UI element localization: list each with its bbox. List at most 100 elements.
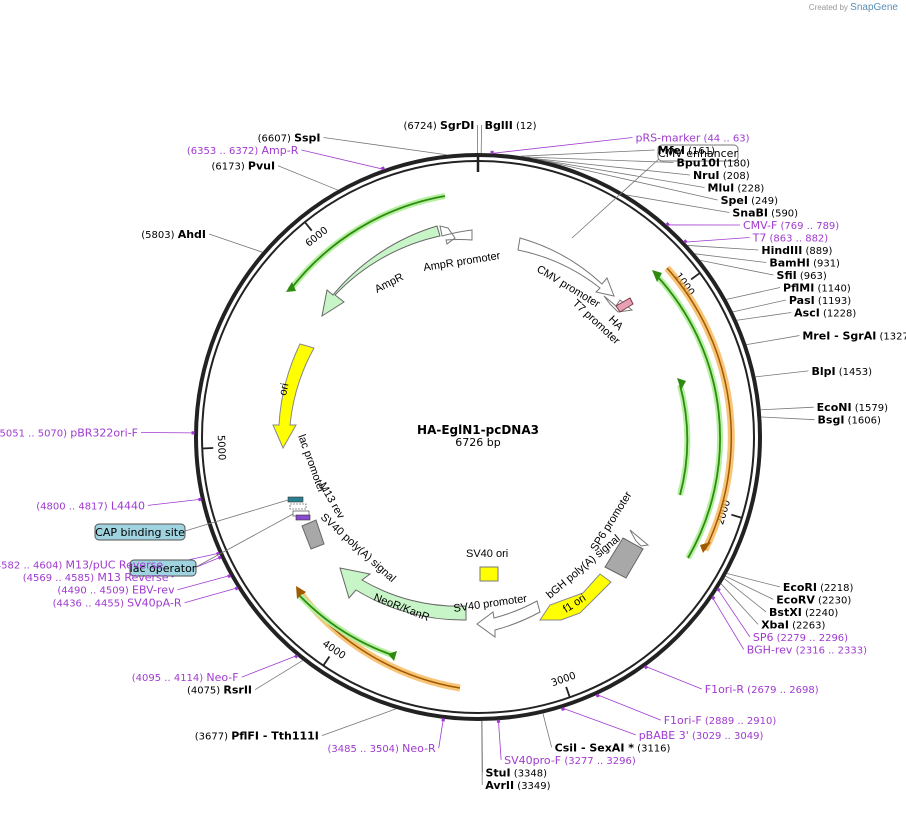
site-leader-26 bbox=[208, 233, 263, 253]
neor-kanr-arrow bbox=[339, 567, 467, 621]
primer-mark-10 bbox=[293, 654, 299, 659]
tick-0 bbox=[690, 272, 701, 281]
m13-rev-mark bbox=[295, 514, 311, 521]
credit-prefix: Created by bbox=[808, 3, 848, 12]
site-label-4: MluI (228) bbox=[708, 182, 765, 195]
primer-label-11: (4436 .. 4455) SV40pA-R bbox=[53, 597, 182, 610]
site-name-7: HindIII bbox=[761, 244, 802, 257]
primer-name-7: pBABE 3' bbox=[639, 729, 689, 742]
site-pos-14: (1453) bbox=[836, 367, 873, 378]
site-name-25: RsrII bbox=[223, 684, 252, 697]
neo-arc-green bbox=[299, 595, 396, 657]
ampr-promoter-label: AmpR promoter bbox=[423, 250, 502, 274]
site-pos-0: (12) bbox=[513, 121, 537, 132]
site-leader-7 bbox=[687, 245, 759, 251]
primer-name-14: M13/pUC Reverse bbox=[66, 559, 164, 572]
primer-label-2: T7 (863 .. 882) bbox=[752, 232, 829, 245]
primer-pos-2: (863 .. 882) bbox=[766, 234, 828, 245]
cmv-enhancer-box bbox=[657, 144, 739, 162]
cmv-enhancer-leader bbox=[571, 157, 661, 239]
site-leader-8 bbox=[694, 253, 767, 263]
lac-operator-text: lac operator bbox=[130, 562, 197, 575]
primer-leader-12 bbox=[177, 575, 231, 591]
site-label-28: (6607) SspI bbox=[258, 132, 321, 145]
site-pos-2: (180) bbox=[720, 159, 750, 170]
cap-binding-site-text: CAP binding site bbox=[95, 526, 185, 539]
site-label-20: XbaI (2263) bbox=[761, 618, 825, 631]
site-leader-9 bbox=[700, 259, 774, 276]
neo-arc-arrowhead bbox=[296, 586, 306, 599]
site-name-12: AscI bbox=[794, 307, 820, 320]
insert-arc-green-arrowhead bbox=[652, 270, 662, 282]
site-label-6: SnaBI (590) bbox=[732, 207, 798, 220]
site-name-17: EcoRI bbox=[783, 581, 817, 594]
tick-label-4: 5000 bbox=[215, 435, 227, 461]
site-label-26: (5803) AhdI bbox=[141, 228, 206, 241]
site-name-19: BstXI bbox=[769, 606, 802, 619]
primer-pos-12: (4490 .. 4509) bbox=[57, 586, 132, 597]
primer-name-2: T7 bbox=[752, 232, 767, 245]
lac-operator-box bbox=[129, 559, 197, 577]
site-label-12: AscI (1228) bbox=[794, 307, 856, 320]
snapgene-credit: Created by SnapGene bbox=[809, 2, 898, 13]
cmv-promoter-arrow bbox=[517, 237, 615, 297]
site-name-2: Bpu10I bbox=[677, 157, 721, 170]
site-label-8: BamHI (931) bbox=[769, 257, 840, 270]
site-leader-24 bbox=[321, 708, 397, 737]
site-label-0: BglII (12) bbox=[485, 119, 537, 132]
primer-leader-8 bbox=[498, 720, 502, 760]
primer-pos-8: (3277 .. 3296) bbox=[561, 756, 636, 767]
site-pos-15: (1579) bbox=[852, 403, 889, 414]
primer-name-13: M13 Reverse bbox=[97, 571, 168, 584]
site-name-10: PflMI bbox=[783, 282, 814, 295]
lac-operator-leader bbox=[195, 513, 294, 568]
primer-name-4: BGH-rev bbox=[747, 643, 793, 656]
site-label-23: AvrII (3349) bbox=[485, 779, 550, 792]
primer-name-12: EBV-rev bbox=[132, 584, 175, 597]
site-label-22: StuI (3348) bbox=[486, 766, 548, 779]
primer-label-1: CMV-F (769 .. 789) bbox=[743, 219, 839, 232]
primer-pos-10: (4095 .. 4114) bbox=[132, 673, 207, 684]
site-label-16: BsgI (1606) bbox=[818, 414, 881, 427]
site-pos-25: (4075) bbox=[187, 686, 223, 697]
outer-feature-arcs bbox=[286, 193, 735, 692]
amp-arc-green bbox=[289, 195, 446, 291]
plasmid-length: 6726 bp bbox=[455, 436, 500, 449]
primer-pos-16: (5051 .. 5070) bbox=[0, 428, 70, 439]
site-name-20: XbaI bbox=[761, 618, 789, 631]
site-name-21: CsiI - SexAI * bbox=[555, 741, 635, 754]
primer-label-13: (4569 .. 4585) M13 Reverse bbox=[23, 571, 169, 584]
site-label-14: BlpI (1453) bbox=[811, 365, 872, 378]
ampr-label: AmpR bbox=[373, 271, 406, 296]
cap-site-mark bbox=[287, 496, 304, 503]
site-pos-12: (1228) bbox=[820, 309, 857, 320]
site-label-9: SfiI (963) bbox=[777, 269, 827, 282]
site-leader-27 bbox=[277, 165, 338, 191]
site-pos-20: (2263) bbox=[789, 620, 826, 631]
sv40-ori-block bbox=[479, 566, 499, 582]
primer-mark-4 bbox=[711, 595, 716, 601]
primer-name-8: SV40pro-F bbox=[504, 754, 561, 767]
site-leader-12 bbox=[736, 312, 792, 321]
primer-name-0: pRS-marker bbox=[636, 132, 701, 145]
site-pos-21: (3116) bbox=[634, 743, 671, 754]
site-leader-17 bbox=[726, 573, 780, 588]
primer-label-5: F1ori-R (2679 .. 2698) bbox=[705, 683, 819, 696]
primer-leader-11 bbox=[184, 587, 238, 604]
site-pos-29: (6724) bbox=[404, 121, 440, 132]
primer-leader-6 bbox=[597, 694, 661, 721]
site-pos-13: (1327) bbox=[876, 332, 906, 343]
primer-pos-13: (4569 .. 4585) bbox=[23, 573, 98, 584]
site-leader-18 bbox=[725, 575, 774, 600]
site-name-18: EcoRV bbox=[776, 593, 815, 606]
cmv-promoter-label: CMV promoter bbox=[534, 263, 602, 310]
primer-pos-1: (769 .. 789) bbox=[777, 221, 839, 232]
site-label-21: CsiI - SexAI * (3116) bbox=[555, 741, 671, 754]
tick-1 bbox=[731, 513, 743, 519]
site-label-25: (4075) RsrII bbox=[187, 684, 252, 697]
site-name-15: EcoNI bbox=[817, 401, 852, 414]
primer-pos-6: (2889 .. 2910) bbox=[702, 716, 777, 727]
site-label-24: (3677) PflFI - Tth111I bbox=[195, 730, 319, 743]
